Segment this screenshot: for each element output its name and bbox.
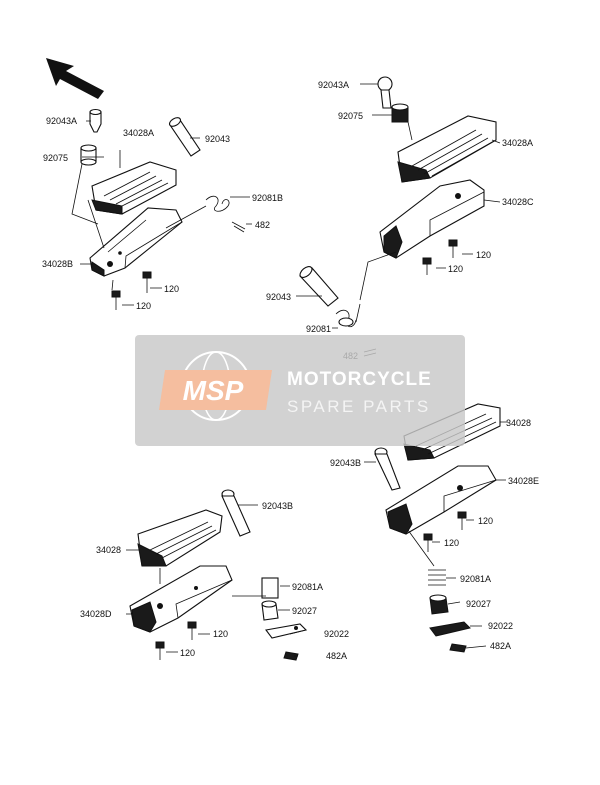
bracket-34028e-part	[385, 465, 497, 535]
plate-92022-bottom-right-part	[429, 621, 471, 637]
label-120-bottom-left-upper: 120	[213, 629, 228, 639]
assembly-bottom-left	[126, 489, 308, 661]
washer-92075-part	[80, 144, 97, 166]
label-120-top-right-lower: 120	[448, 264, 463, 274]
label-34028c-top-right: 34028C	[502, 197, 534, 207]
label-482a-bottom-right: 482A	[490, 641, 511, 651]
label-92043a-top-left: 92043A	[46, 116, 77, 126]
label-92022-bottom-left: 92022	[324, 629, 349, 639]
label-92043-top-right: 92043	[266, 292, 291, 302]
watermark-box	[135, 335, 465, 446]
label-34028a-top-right: 34028A	[502, 138, 533, 148]
pivot-pin-92043-part	[168, 117, 201, 157]
bracket-34028b-part	[89, 207, 183, 277]
label-92043-top-left: 92043	[205, 134, 230, 144]
label-92075-top-right: 92075	[338, 111, 363, 121]
bolt-120-bottom-left-upper-part	[187, 621, 197, 640]
label-120-top-left-upper: 120	[164, 284, 179, 294]
label-34028b-top-left: 34028B	[42, 259, 73, 269]
footpeg-rubber-34028-part	[137, 509, 223, 567]
bolt-120-top-right-upper-part	[448, 239, 458, 258]
footpeg-rubber-34028a-part	[91, 161, 177, 215]
pivot-pin-92043-top-right-part	[299, 266, 339, 307]
plate-92022-part	[265, 623, 308, 639]
label-92075-top-left: 92075	[43, 153, 68, 163]
pin-92043b-part	[221, 489, 251, 537]
watermark: MSP MOTORCYCLE SPARE PARTS	[135, 335, 465, 446]
label-92081b-top-left: 92081B	[252, 193, 283, 203]
clip-482-part	[231, 221, 246, 233]
label-482-top-left: 482	[255, 220, 270, 230]
msp-logo-text: MSP	[183, 375, 244, 406]
bolt-120-upper-part	[142, 271, 152, 293]
spring-92081b-part	[205, 195, 230, 212]
label-92081a-bottom-left: 92081A	[292, 582, 323, 592]
part-labels: 92043A 34028A 92043 92075 92081B 482 340…	[42, 80, 539, 661]
label-34028-bottom-left: 34028	[96, 545, 121, 555]
bolt-120-top-right-lower-part	[422, 257, 432, 275]
label-120-bottom-left-lower: 120	[180, 648, 195, 658]
bracket-34028d-part	[129, 565, 233, 633]
bolt-120-bottom-right-upper-part	[457, 511, 467, 530]
watermark-line1: MOTORCYCLE	[287, 369, 432, 390]
label-92043b-bottom-right: 92043B	[330, 458, 361, 468]
front-direction-arrow-icon	[46, 58, 104, 99]
label-92043b-bottom-left: 92043B	[262, 501, 293, 511]
label-120-top-left-lower: 120	[136, 301, 151, 311]
bushing-92027-part	[261, 600, 279, 621]
bolt-120-bottom-left-lower-part	[155, 641, 165, 660]
footpeg-rubber-34028a-top-right-part	[397, 115, 497, 183]
label-92022-bottom-right: 92022	[488, 621, 513, 631]
msp-logo: MSP	[159, 351, 272, 421]
label-34028d-bottom-left: 34028D	[80, 609, 112, 619]
label-482a-bottom-left: 482A	[326, 651, 347, 661]
label-92027-bottom-left: 92027	[292, 606, 317, 616]
spring-92081-part	[335, 309, 357, 328]
spring-92081a-part	[261, 577, 279, 599]
label-34028e-bottom-right: 34028E	[508, 476, 539, 486]
bushing-92027-bottom-right-part	[429, 594, 449, 615]
label-120-bottom-right-lower: 120	[444, 538, 459, 548]
label-92043a-top-right: 92043A	[318, 80, 349, 90]
label-120-top-right-upper: 120	[476, 250, 491, 260]
assembly-top-right	[296, 76, 501, 357]
clip-482a-bottom-right-part	[449, 643, 467, 653]
bolt-120-lower-part	[111, 290, 121, 310]
pin-92043a-top-right-part	[377, 76, 393, 109]
watermark-line2: SPARE PARTS	[287, 397, 431, 416]
bolt-120-bottom-right-lower-part	[423, 533, 433, 552]
label-92081a-bottom-right: 92081A	[460, 574, 491, 584]
pin-92043a-part	[89, 108, 102, 133]
label-92081-top-right: 92081	[306, 324, 331, 334]
assembly-top-left	[71, 108, 252, 310]
pin-92043b-bottom-right-part	[374, 447, 401, 491]
label-34028-bottom-right: 34028	[506, 418, 531, 428]
label-92027-bottom-right: 92027	[466, 599, 491, 609]
clip-482a-part	[283, 651, 299, 661]
label-120-bottom-right-upper: 120	[478, 516, 493, 526]
label-34028a-top-left: 34028A	[123, 128, 154, 138]
washer-92075-top-right-part	[391, 103, 409, 123]
bracket-34028c-part	[379, 179, 485, 259]
spring-92081a-bottom-right-part	[428, 569, 446, 586]
